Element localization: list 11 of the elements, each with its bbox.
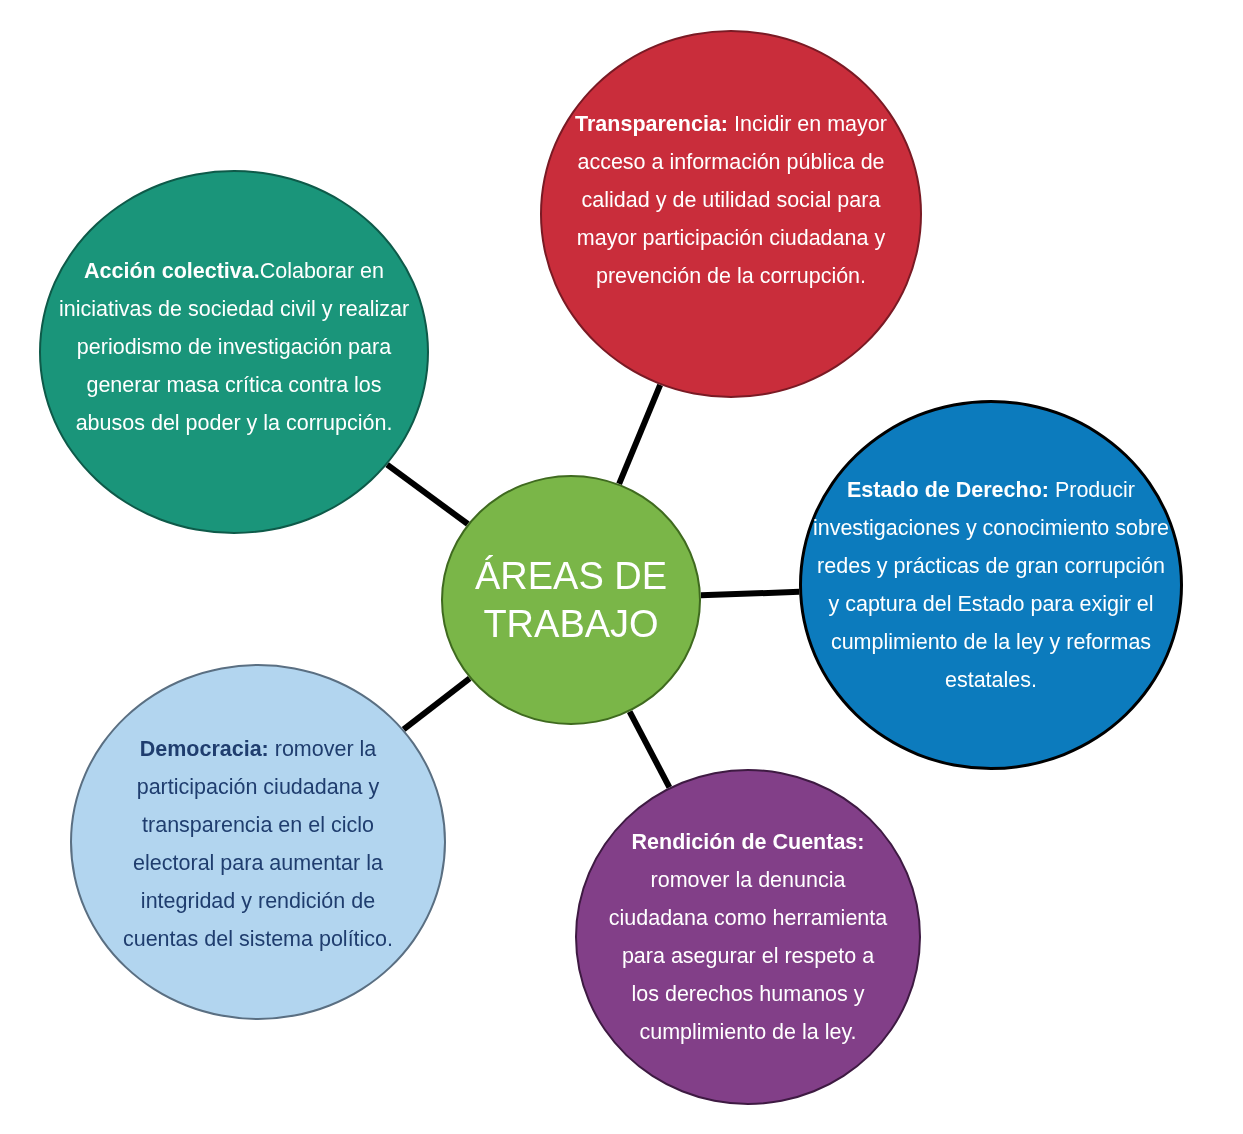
central-title: ÁREAS DE TRABAJO <box>473 554 669 647</box>
connector-line <box>626 710 673 789</box>
connector-line <box>401 675 472 732</box>
connector-line <box>700 588 800 599</box>
topic-description: Rendición de Cuentas: romover la denuncia ciudadana como herramienta para asegurar el respeto a los derechos humanos y cumplimiento de la ley. <box>608 829 888 1046</box>
connector-line <box>385 462 470 527</box>
topic-description: Democracia: romover la participación ciudadana y transparencia en el ciclo electoral para aumentar la integridad y rendición de cuentas del sistema político. <box>121 736 395 953</box>
connector-line <box>616 383 663 486</box>
topic-description: Acción colectiva.Colaborar en iniciativas de sociedad civil y realizar periodismo de investigación para generar masa crítica contra los abusos del poder y la corrupción. <box>57 258 411 437</box>
topic-description: Transparencia: Incidir en mayor acceso a información pública de calidad y de utilidad social para mayor participación ciudadana y prevención de la corrupción. <box>574 111 888 290</box>
topic-description: Estado de Derecho: Producir investigaciones y conocimiento sobre redes y prácticas de gran corrupción y captura del Estado para exigir el cumplimiento de la ley y reformas estatales. <box>811 477 1171 694</box>
